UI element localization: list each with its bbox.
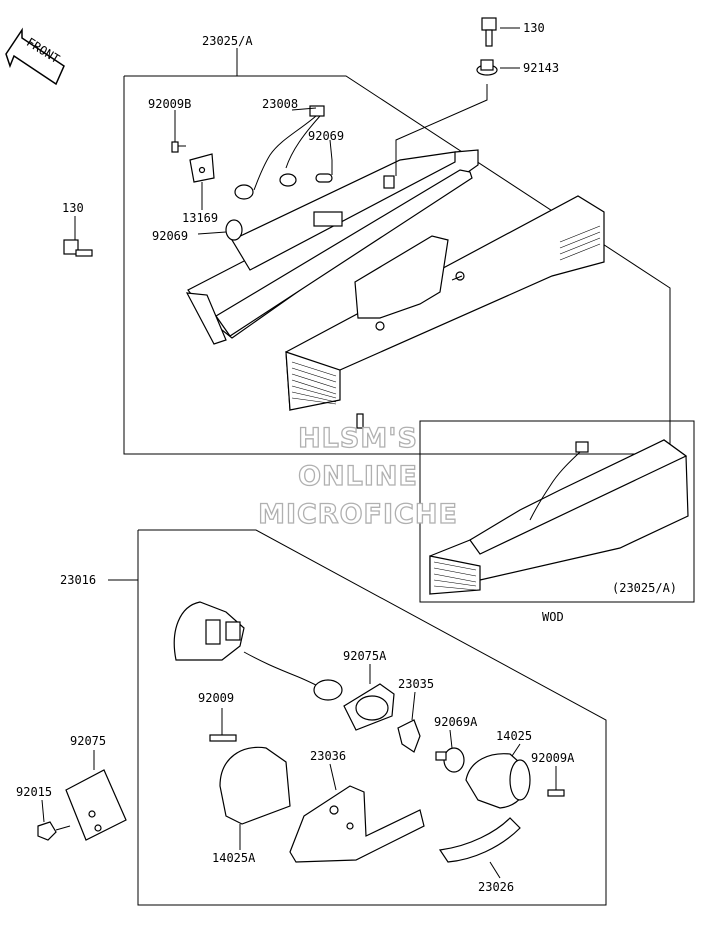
upper-assembly-frame [123,48,671,455]
label-130-top: 130 [523,21,545,35]
label-23025a: 23025/A [202,34,253,48]
taillight-lens-upper [285,195,605,412]
leader-lines-upper [74,27,520,240]
label-92009b: 92009B [148,97,191,111]
strip-23026 [438,817,521,879]
housing-14025a [219,746,291,850]
watermark-line-3: MICROFICHE [258,499,458,530]
clip-23035 [397,691,421,753]
screw-92009b [171,141,186,153]
label-14025: 14025 [496,729,532,743]
screw-92009a [547,766,565,797]
taillight-housing-upper [185,149,479,345]
watermark-line-2: ONLINE [298,461,418,492]
watermark-line-1: HLSM'S [298,423,418,454]
wod-caption: (23025/A) [612,581,677,595]
socket-harness-23008 [234,105,325,200]
lens-cap-14025 [465,743,531,809]
label-23026: 23026 [478,880,514,894]
screw-92009 [209,708,237,742]
front-arrow-icon: FRONT [5,27,65,86]
plate-92075 [65,750,127,841]
screw-upper-bottom [356,413,364,429]
taillight-wod [429,439,689,595]
label-92009: 92009 [198,691,234,705]
label-23036: 23036 [310,749,346,763]
nut-92015 [37,799,71,841]
watermark: HLSM'S ONLINE MICROFICHE [257,422,458,530]
screw-upper-left [375,321,385,331]
lower-assembly-frame [108,529,607,906]
label-92075a: 92075A [343,649,387,663]
label-92075: 92075 [70,734,106,748]
label-13169: 13169 [182,211,218,225]
bulb-92069-left [225,219,243,241]
label-92009a: 92009A [531,751,575,765]
wod-inset-frame [419,420,695,603]
bracket-13169 [189,153,215,183]
bolt-130-top [481,17,497,47]
label-92069a: 92069A [434,715,478,729]
bracket-plate-upper [354,235,449,319]
label-23035: 23035 [398,677,434,691]
bulb-92069-top [315,160,333,183]
screw-upper-right [451,271,465,281]
bracket-23036 [289,763,425,863]
label-14025a: 14025A [212,851,256,865]
lamp-housing-lower [173,601,323,689]
grommet-92143 [476,59,498,76]
label-130-left: 130 [62,201,84,215]
label-92069-top: 92069 [308,129,344,143]
label-92143: 92143 [523,61,559,75]
wod-title: WOD [542,610,564,624]
label-92015: 92015 [16,785,52,799]
label-92069-left: 92069 [152,229,188,243]
socket-92075a [313,664,395,731]
label-23016: 23016 [60,573,96,587]
bulb-92069a [435,729,465,773]
bolt-130-left [63,239,93,257]
label-23008: 23008 [262,97,298,111]
